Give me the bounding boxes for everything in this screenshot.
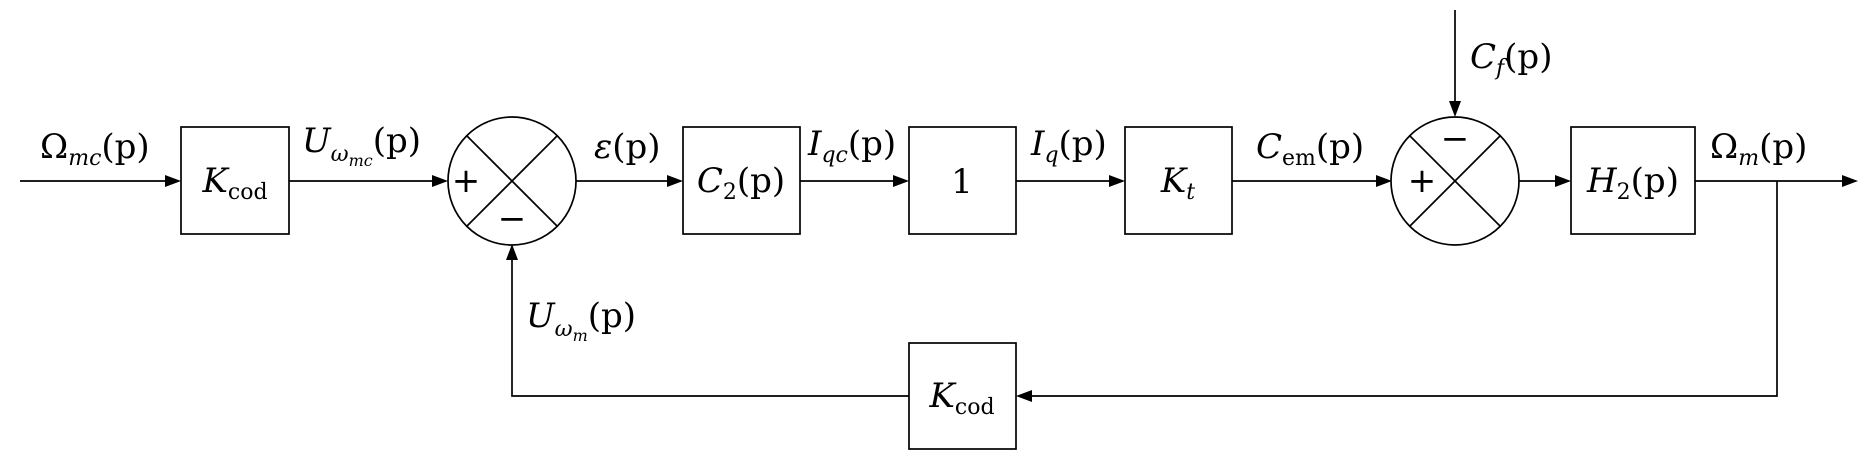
sum1-plus-sign: +	[452, 161, 481, 201]
arrowhead-input	[165, 175, 181, 187]
signal-omega-m: Ωm(p)	[1710, 127, 1807, 171]
signal-i-qc: Iqc(p)	[807, 124, 896, 168]
arrowhead-disturbance	[1449, 101, 1461, 117]
arrowhead-output	[1842, 175, 1858, 187]
signal-u-omega-m: Uωm(p)	[526, 296, 636, 345]
arrowhead-c2	[667, 175, 683, 187]
arrowhead-kt	[1109, 175, 1125, 187]
sum2-minus-sign: −	[1441, 119, 1470, 159]
summing-junction-2	[1390, 116, 1520, 246]
block-kcod-feedback	[908, 342, 1017, 450]
signal-epsilon: ε(p)	[594, 127, 661, 167]
signal-omega-mc: Ωmc(p)	[40, 127, 150, 171]
block-kt	[1124, 126, 1233, 235]
summing-junction-1	[447, 116, 577, 246]
wire-feedback-out	[1032, 181, 1778, 397]
wire-feedback-return	[511, 260, 909, 397]
sum1-minus-sign: −	[498, 199, 527, 239]
arrowhead-sum1	[432, 175, 448, 187]
block-kt-label: Kt	[1160, 161, 1195, 205]
block-kcod-feedback-label: Kcod	[928, 376, 994, 420]
arrowhead-feedback-sum1	[506, 244, 518, 260]
signal-u-omega-mc: Uωmc(p)	[302, 121, 421, 170]
arrowhead-h2	[1555, 175, 1571, 187]
signal-i-q: Iq(p)	[1030, 124, 1107, 168]
block-c2	[682, 126, 801, 235]
block-h2-label: H2(p)	[1586, 161, 1679, 205]
block-unity	[908, 126, 1017, 235]
arrowhead-unity	[893, 175, 909, 187]
signal-c-em: Cem(p)	[1256, 127, 1364, 171]
signal-c-f: Cf(p)	[1470, 37, 1552, 81]
arrowhead-feedback-kcod	[1016, 390, 1032, 402]
arrowhead-sum2	[1376, 175, 1392, 187]
block-h2	[1570, 126, 1696, 235]
block-unity-label: 1	[951, 162, 973, 202]
sum2-plus-sign: +	[1408, 161, 1437, 201]
block-c2-label: C2(p)	[697, 161, 785, 205]
block-kcod-forward	[180, 126, 290, 235]
block-kcod-forward-label: Kcod	[201, 161, 267, 205]
